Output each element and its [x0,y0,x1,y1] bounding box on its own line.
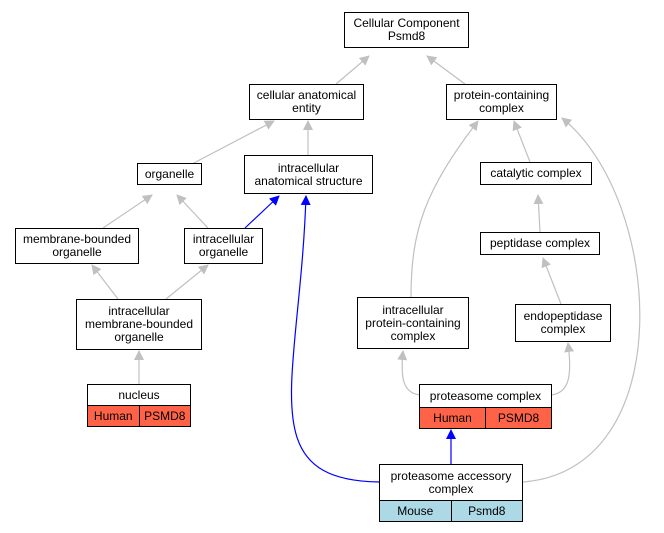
node-peptidase-complex[interactable]: peptidase complex [480,232,600,255]
node-title: nucleus [118,387,160,402]
edge-imbo-to-mbo [91,264,119,300]
species-cell: Human [88,406,139,426]
edge-proteasome-to-endopeptidase [550,342,575,396]
gene-cell: PSMD8 [485,408,551,428]
species-gene-row: Human PSMD8 [420,407,551,428]
species-cell: Mouse [380,501,451,521]
gene-cell: Psmd8 [450,501,522,521]
edge-mbo-to-organelle [102,194,153,229]
edge-imbo-to-io [165,264,209,300]
edge-pcc-to-cc [426,55,466,85]
edge-catalytic-to-pcc [512,120,531,163]
node-organelle[interactable]: organelle [137,163,202,185]
edge-pac-to-pcc [522,117,641,483]
gene-cell: PSMD8 [138,406,190,426]
node-catalytic-complex[interactable]: catalytic complex [480,162,592,185]
node-intracellular-organelle[interactable]: intracellular organelle [184,228,263,264]
edge-proteasome-to-ipcc [397,350,421,396]
edge-pac-to-ias [290,195,380,483]
edge-peptidase-to-catalytic [533,194,544,233]
species-gene-row: Mouse Psmd8 [380,500,522,521]
node-cellular-anatomical-entity[interactable]: cellular anatomical entity [249,84,364,120]
edge-organelle-to-cae [189,120,275,166]
node-proteasome-accessory-complex[interactable]: proteasome accessory complex Mouse Psmd8 [379,464,523,522]
node-intracellular-protein-containing-complex[interactable]: intracellular protein-containing complex [357,297,469,349]
edge-cae-to-cc [335,55,370,85]
node-proteasome-complex[interactable]: proteasome complex Human PSMD8 [419,384,552,429]
edge-io-to-organelle [176,194,209,229]
node-protein-containing-complex[interactable]: protein-containing complex [446,84,557,120]
node-endopeptidase-complex[interactable]: endopeptidase complex [515,304,611,342]
node-cellular-component[interactable]: Cellular Component Psmd8 [344,12,469,48]
species-gene-row: Human PSMD8 [88,405,190,426]
node-nucleus[interactable]: nucleus Human PSMD8 [87,384,191,427]
node-title: proteasome accessory complex [390,468,512,496]
node-title: proteasome complex [429,388,542,403]
node-intracellular-membrane-bounded-organelle[interactable]: intracellular membrane-bounded organelle [76,299,202,350]
edge-ipcc-to-pcc [410,120,479,298]
edge-io-to-ias [244,195,280,229]
node-membrane-bounded-organelle[interactable]: membrane-bounded organelle [15,228,139,264]
species-cell: Human [420,408,485,428]
edge-endopeptidase-to-peptidase [541,257,562,305]
node-intracellular-anatomical-structure[interactable]: intracellular anatomical structure [244,155,373,194]
